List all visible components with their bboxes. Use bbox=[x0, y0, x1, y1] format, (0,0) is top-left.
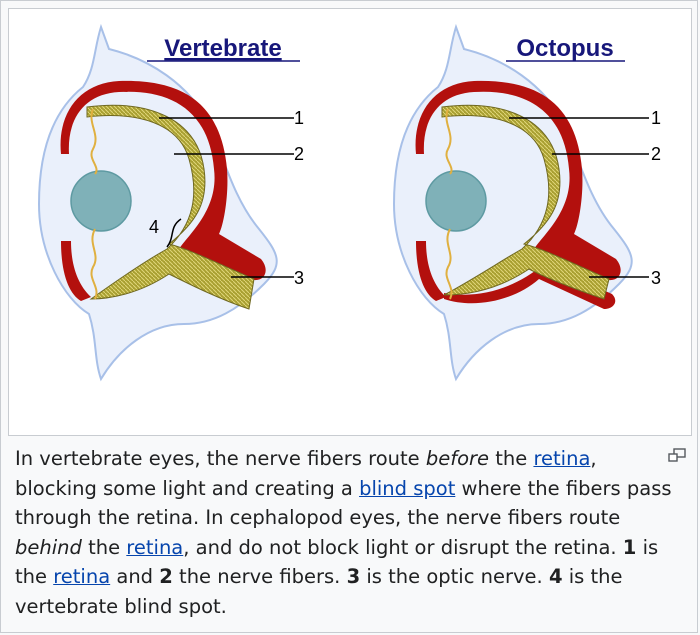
caption-text: , blocking some light and creating a bbox=[15, 447, 597, 500]
sclera-octopus bbox=[415, 80, 621, 281]
caption-text: and bbox=[110, 565, 160, 589]
label-2-right: 2 bbox=[651, 144, 661, 164]
caption-text: , and do not block light or disrupt the … bbox=[183, 535, 623, 559]
caption-emphasis-before: before bbox=[425, 447, 490, 470]
caption-text: In vertebrate eyes, the nerve fibers rou… bbox=[15, 447, 426, 470]
caption-text: is the optic nerve. bbox=[360, 565, 549, 589]
retina-link[interactable]: retina bbox=[126, 535, 184, 559]
sclera-lower-vertebrate bbox=[61, 241, 91, 301]
sclera-lower-octopus bbox=[416, 241, 616, 309]
vertebrate-eye bbox=[37, 23, 294, 382]
caption-text: is the vertebrate blind spot. bbox=[15, 565, 623, 618]
label-1-left: 1 bbox=[294, 108, 304, 128]
label-3-left: 3 bbox=[294, 268, 304, 288]
magnify-clip-icon[interactable] bbox=[667, 448, 687, 464]
eye-diagram-svg: Vertebrate Octopus 1 2 3 4 1 2 3 bbox=[37, 23, 661, 382]
lens-vertebrate bbox=[70, 170, 132, 232]
caption-bold-2: 2 bbox=[159, 565, 173, 589]
lens-octopus bbox=[425, 170, 487, 232]
label-4-left: 4 bbox=[149, 217, 159, 237]
caption-text: the nerve fibers. bbox=[172, 565, 347, 589]
caption-text: where the fibers pass through the retina… bbox=[15, 476, 672, 530]
label-3-right: 3 bbox=[651, 268, 661, 288]
retina-link[interactable]: retina bbox=[53, 565, 111, 589]
retina-vertebrate bbox=[86, 104, 255, 310]
retina-link[interactable]: retina bbox=[533, 447, 591, 470]
octopus-eye bbox=[392, 23, 649, 382]
caption-text: the bbox=[81, 535, 127, 559]
caption-emphasis-behind: behind bbox=[15, 535, 82, 559]
caption-bold-4: 4 bbox=[548, 565, 563, 589]
caption-text: is the bbox=[15, 535, 659, 589]
retina-octopus bbox=[441, 104, 610, 300]
sclera-vertebrate bbox=[60, 80, 266, 281]
label-2-left: 2 bbox=[294, 144, 304, 164]
label-1-right: 1 bbox=[651, 108, 661, 128]
blind-spot-link[interactable]: blind spot bbox=[359, 476, 456, 500]
vertebrate-title[interactable]: Vertebrate bbox=[164, 35, 281, 62]
octopus-title[interactable]: Octopus bbox=[516, 35, 613, 62]
caption-bold-1: 1 bbox=[622, 535, 637, 559]
caption-bold-3: 3 bbox=[346, 565, 361, 589]
caption-text: the bbox=[489, 447, 534, 470]
eye-diagram-image[interactable]: Vertebrate Octopus 1 2 3 4 1 2 3 bbox=[8, 8, 692, 436]
caption: In vertebrate eyes, the nerve fibers rou… bbox=[15, 444, 675, 622]
